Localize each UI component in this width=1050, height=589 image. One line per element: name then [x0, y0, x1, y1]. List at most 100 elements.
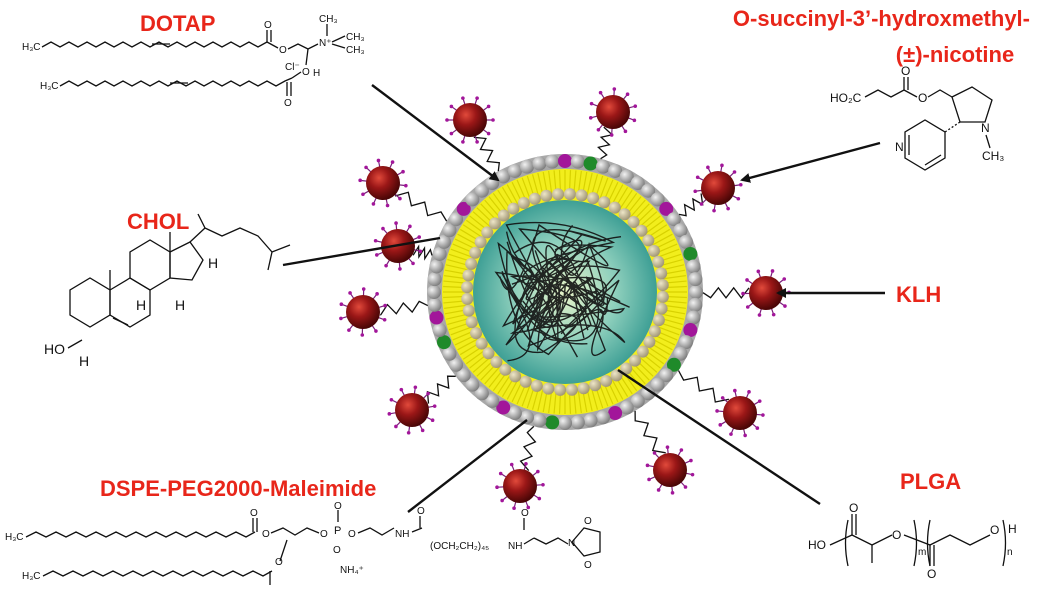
lipid-tail	[662, 275, 686, 280]
lipid-head-bead	[673, 346, 688, 361]
klh-protein-icon	[588, 87, 638, 137]
polymer-coil	[494, 221, 630, 362]
svg-text:O: O	[584, 516, 592, 527]
lipid-head-bead	[465, 257, 478, 270]
pointer-nicotine	[740, 141, 881, 183]
lipid-head-bead	[587, 192, 600, 205]
lipid-tail	[643, 219, 665, 235]
lipid-tail	[598, 383, 609, 407]
lipid-head-bead	[686, 259, 701, 274]
lipid-head-bead	[528, 192, 541, 205]
svg-text:O: O	[250, 508, 258, 519]
label-plga: PLGA	[900, 469, 961, 494]
lipid-head-bead	[641, 386, 656, 401]
peg-tether	[519, 425, 537, 472]
polymer-strand	[512, 239, 598, 325]
svg-text:N: N	[568, 538, 575, 549]
dspe-peg-structure: H₃C O O O P O O NH₄⁺ O NH O (OCH₂CH₂)₄₅ …	[5, 501, 601, 585]
svg-text:O: O	[892, 528, 901, 542]
klh-protein-icon	[358, 158, 408, 208]
lipid-head-bead	[432, 323, 447, 338]
lipid-head-bead	[648, 325, 661, 338]
outer-lipid-head-layer	[427, 154, 703, 430]
lipid-head-bead	[465, 377, 480, 392]
lipid-head-bead	[465, 192, 480, 207]
lipid-head-bead	[618, 208, 631, 221]
klh-protein-icon	[445, 96, 495, 144]
klh-protein-icon	[387, 385, 437, 435]
lipid-head-bead	[655, 267, 668, 280]
cholesterol-structure: H H H HO H	[44, 213, 291, 369]
lipid-head-bead	[641, 183, 656, 198]
lipid-head-bead	[583, 413, 598, 428]
lipid-head-bead	[608, 163, 623, 178]
svg-text:H: H	[208, 255, 218, 271]
lipid-tail	[450, 248, 474, 259]
peg-tether	[634, 410, 666, 454]
svg-text:Cl⁻: Cl⁻	[285, 62, 300, 73]
svg-text:O: O	[927, 567, 936, 581]
plga-structure: HO O O m O O n H	[808, 501, 1017, 581]
lipid-head-bead	[540, 189, 553, 202]
lipid-head-bead	[598, 196, 611, 209]
lipid-head-bead	[570, 154, 585, 169]
lipid-head-bead	[642, 234, 655, 247]
svg-text:NH: NH	[508, 541, 522, 552]
lipid-tail	[521, 383, 532, 407]
svg-text:NH₄⁺: NH₄⁺	[340, 565, 364, 576]
lipid-head-bead	[427, 297, 442, 312]
lipid-tail	[618, 189, 633, 211]
lipid-head-bead	[650, 377, 665, 392]
lipid-head-bead	[449, 212, 464, 227]
lipid-head-bead	[600, 374, 613, 387]
lipid-tail	[450, 325, 474, 336]
svg-text:H: H	[1008, 522, 1017, 536]
lipid-head-bead	[575, 189, 588, 202]
svg-text:N: N	[981, 121, 990, 135]
polymer-strand	[537, 244, 621, 352]
lipid-head-bead	[683, 323, 698, 338]
nicotine-hapten-structure: HO₂C O O N CH₃ N	[830, 64, 1004, 171]
lipid-head-bead	[432, 246, 447, 261]
lipid-tail	[651, 233, 673, 247]
svg-text:m: m	[918, 547, 926, 558]
lipid-head-bead	[608, 201, 621, 214]
polymer-strand	[499, 223, 609, 291]
lipid-head-bead	[652, 255, 665, 268]
lipid-head-bead	[475, 337, 488, 350]
lipid-tail	[660, 313, 685, 320]
lipid-head-bead	[666, 357, 681, 372]
lipid-head-bead	[465, 316, 478, 329]
lipid-tail	[638, 356, 658, 373]
lipid-tail	[462, 224, 484, 239]
lipid-head-bead	[469, 246, 482, 259]
polymer-strand	[560, 279, 620, 356]
svg-text:N: N	[895, 140, 904, 154]
lipid-head-bead	[630, 176, 645, 191]
lipid-tail	[506, 184, 520, 206]
svg-text:O: O	[417, 506, 425, 517]
lipid-head-bead	[589, 379, 602, 392]
svg-text:HO: HO	[44, 341, 65, 357]
lipid-head-bead	[545, 415, 560, 430]
lipid-head-bead	[630, 393, 645, 408]
svg-text:HO₂C: HO₂C	[830, 91, 862, 105]
lipid-tail	[457, 337, 479, 351]
lipid-tail	[577, 389, 582, 413]
lipid-head-bead	[499, 363, 512, 376]
lipid-head-bead	[596, 159, 611, 174]
lipid-tail	[646, 345, 668, 360]
lipid-head-bead	[650, 192, 665, 207]
svg-text:CH₃: CH₃	[982, 149, 1004, 163]
lipid-head-bead	[688, 272, 703, 287]
dotap-structure: H₃C O O N⁺ CH₃ CH₃ CH₃ Cl⁻ H O H₃C O	[22, 14, 365, 109]
lipid-head-bead	[647, 244, 660, 257]
svg-text:O: O	[333, 545, 341, 556]
lipid-head-bead	[656, 279, 669, 292]
label-nicotine-hapten-line1: O-succinyl-3’-hydroxmethyl-	[733, 6, 1030, 31]
lipid-tail	[444, 304, 468, 309]
klh-proteins	[339, 87, 791, 511]
lipid-head-bead	[461, 292, 474, 305]
svg-text:O: O	[264, 20, 272, 31]
